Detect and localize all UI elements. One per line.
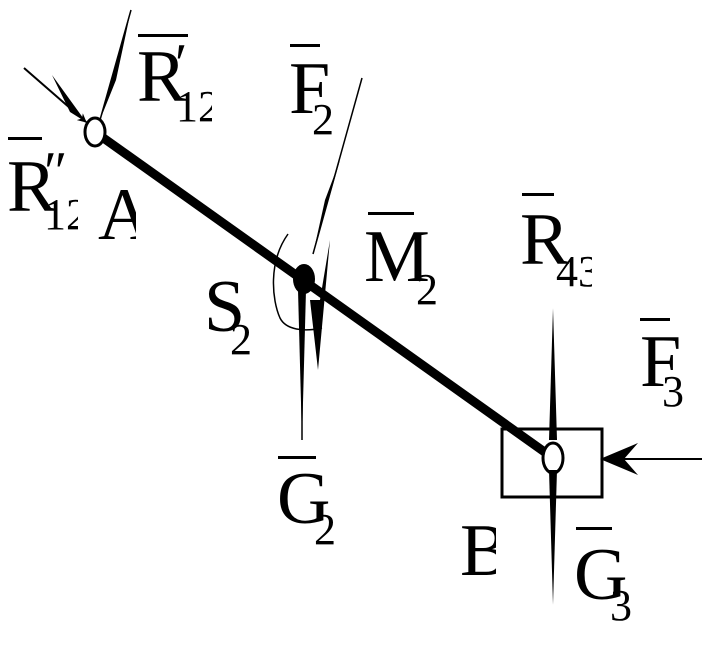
label-g2: G bbox=[277, 462, 331, 536]
label-s2-subscript: 2 bbox=[230, 318, 252, 362]
force-r43-arrow bbox=[549, 308, 557, 440]
label-g2-subscript: 2 bbox=[314, 508, 336, 552]
overline-r43 bbox=[522, 193, 554, 196]
moment-m2-arc bbox=[272, 233, 323, 331]
overline-g3 bbox=[576, 527, 612, 530]
label-m2-subscript: 2 bbox=[416, 268, 438, 312]
mass-center-s2 bbox=[293, 264, 315, 294]
label-r12-prime-subscript: 12 bbox=[176, 85, 212, 129]
label-g3: G bbox=[574, 538, 628, 612]
label-point-b: B bbox=[460, 514, 496, 588]
label-f3-subscript: 3 bbox=[662, 370, 684, 414]
label-m2: M bbox=[364, 220, 430, 294]
joint-a bbox=[83, 116, 107, 148]
overline-r12-prime bbox=[138, 34, 188, 37]
label-r12-prime: R bbox=[137, 40, 187, 114]
overline-f3 bbox=[640, 318, 670, 321]
label-f2: F bbox=[289, 52, 331, 126]
label-f2-subscript: 2 bbox=[312, 98, 334, 142]
prime-mark-r12: ′ bbox=[175, 36, 188, 92]
overline-m2 bbox=[368, 212, 414, 215]
overline-g2 bbox=[278, 456, 316, 459]
force-g3-arrow bbox=[549, 470, 557, 605]
label-f3: F bbox=[640, 325, 682, 399]
overline-f2 bbox=[290, 44, 320, 47]
overline-r12-dprime bbox=[8, 137, 42, 140]
joint-b bbox=[541, 441, 565, 475]
label-r43: R bbox=[520, 203, 570, 277]
label-r12-dprime: R bbox=[7, 150, 57, 224]
label-s2: S bbox=[204, 270, 246, 344]
label-r43-subscript: 43 bbox=[556, 250, 592, 294]
dprime-mark-r12: ″ bbox=[44, 144, 68, 200]
label-r12-dprime-subscript: 12 bbox=[44, 193, 78, 237]
label-point-a: A bbox=[98, 178, 136, 252]
label-g3-subscript: 3 bbox=[610, 584, 632, 628]
